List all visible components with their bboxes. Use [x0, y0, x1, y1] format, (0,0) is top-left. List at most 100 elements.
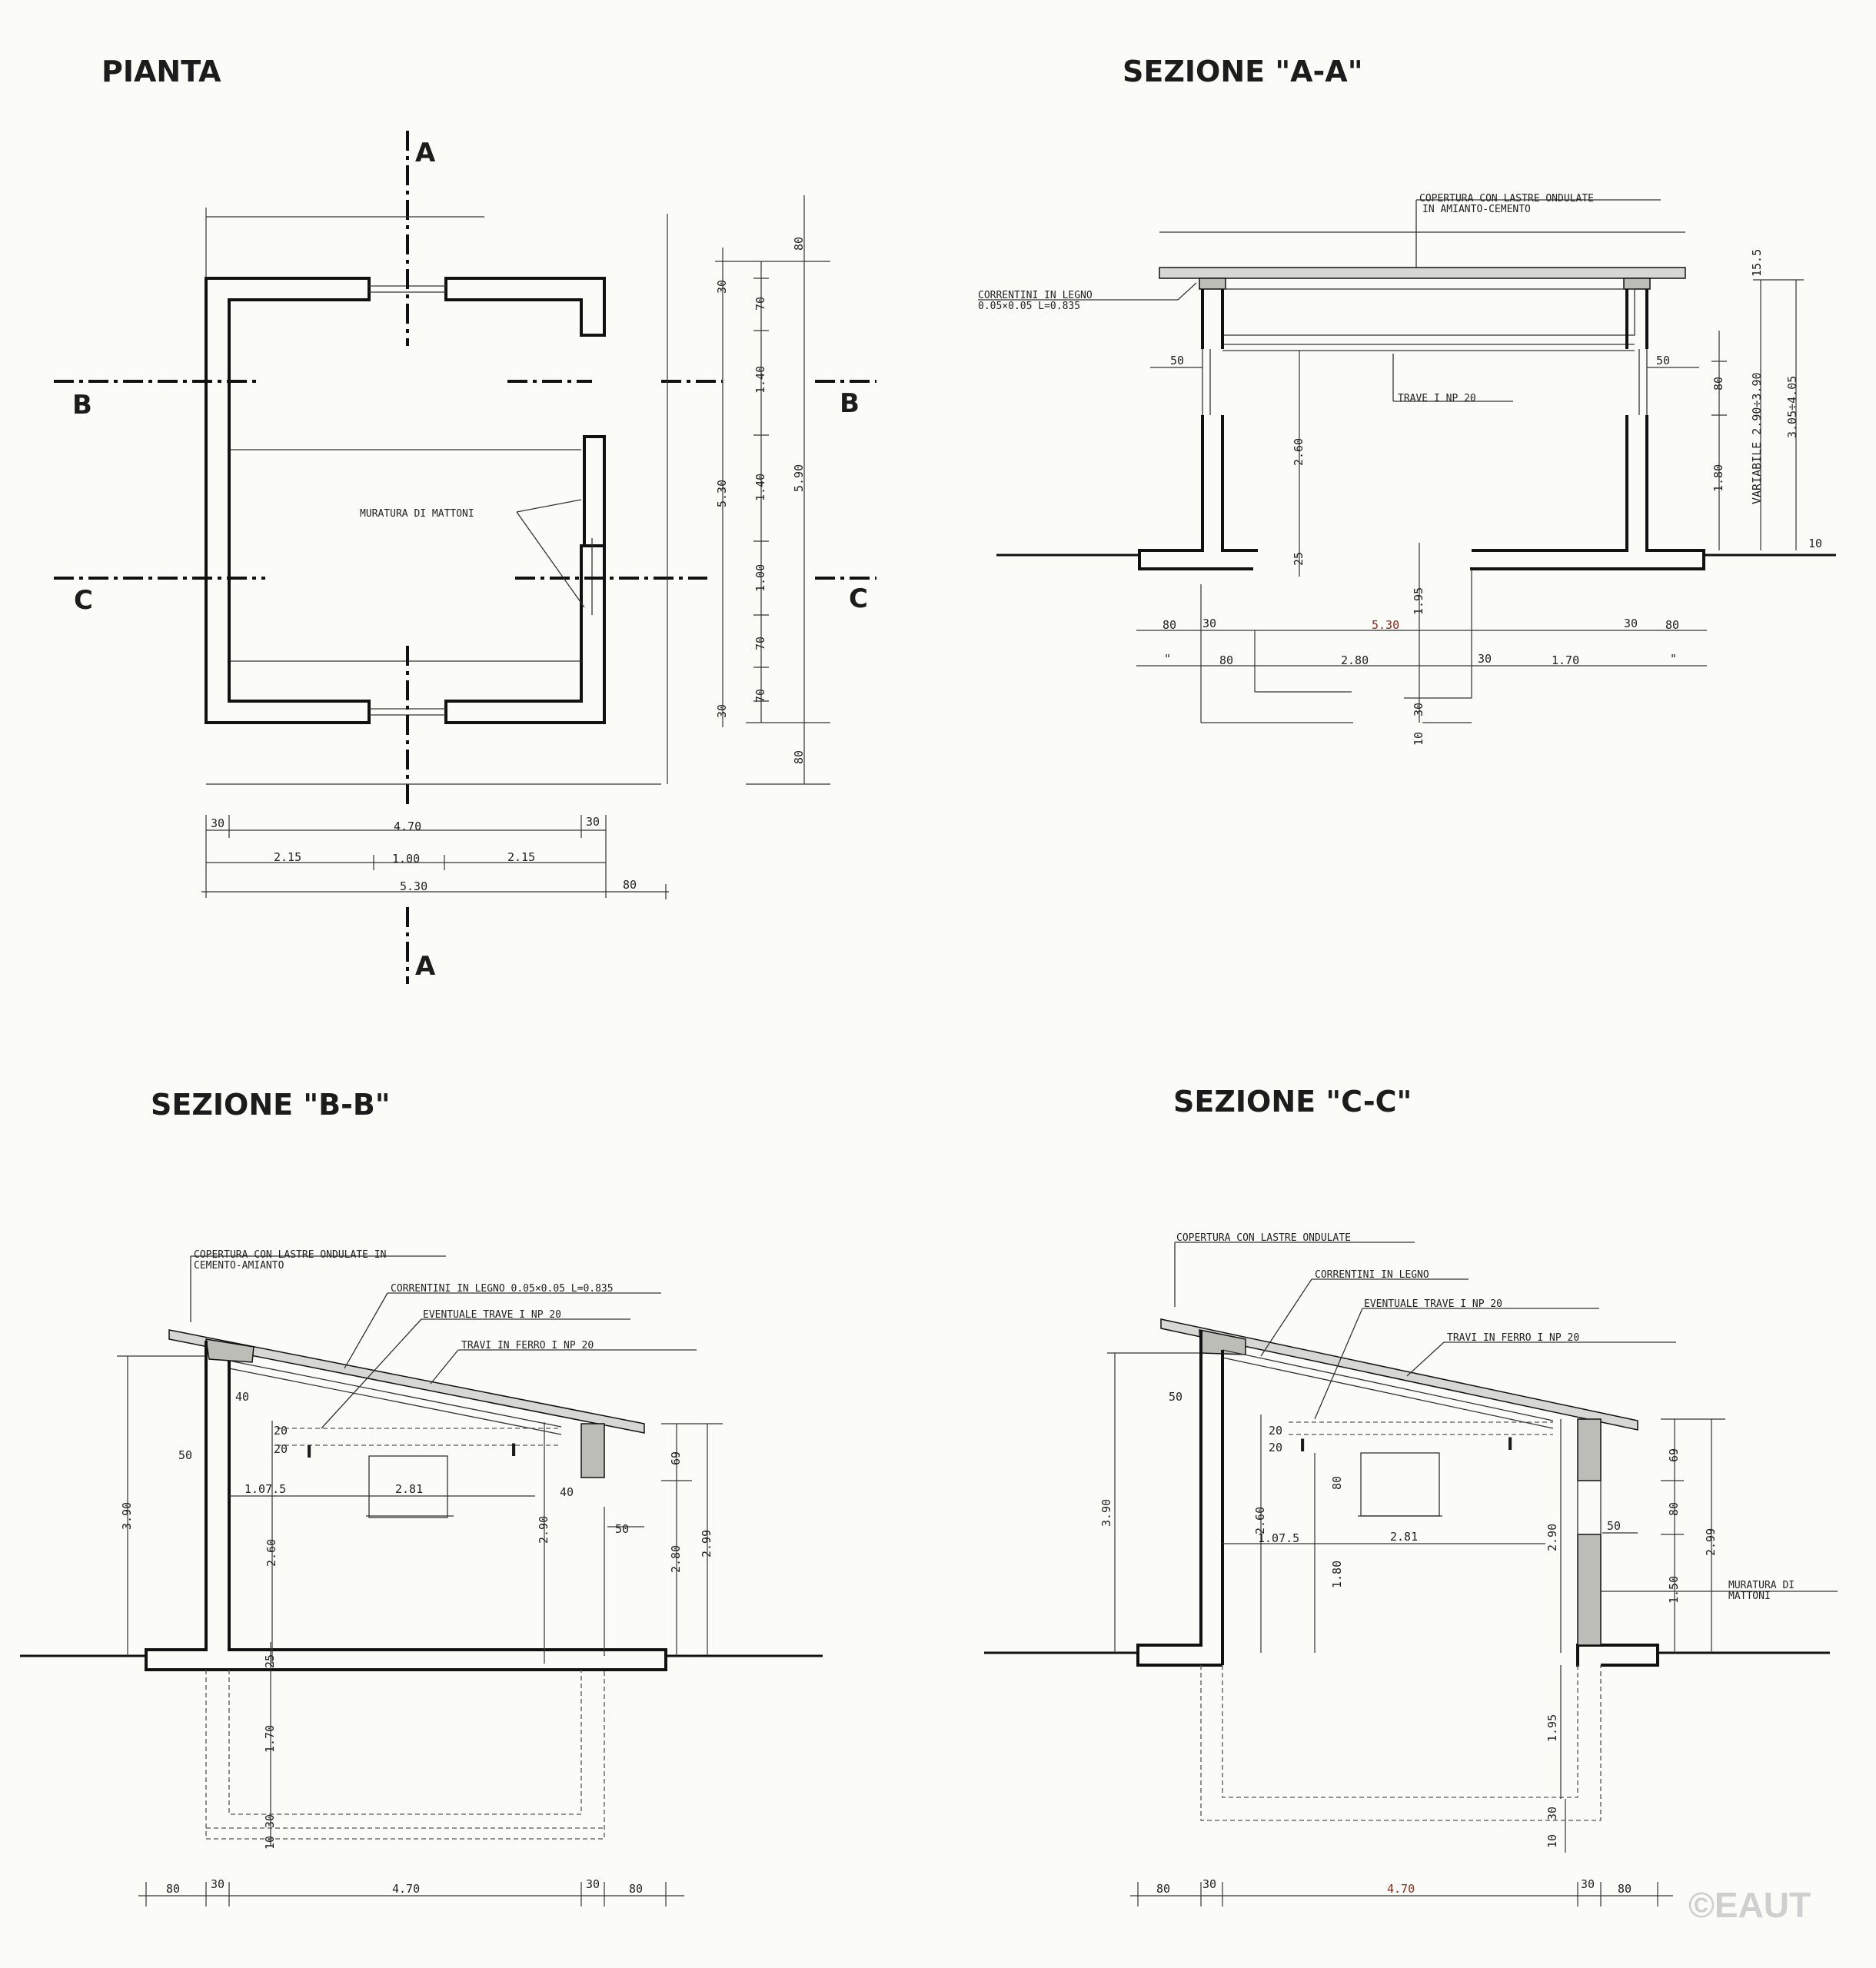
plan-walls [205, 277, 606, 724]
section-a-dim-30-l1: 30 [1202, 617, 1216, 630]
plan-dim-470: 4.70 [394, 819, 421, 833]
section-b-dim-50-right: 50 [615, 1522, 629, 1536]
section-c-dim-30: 30 [1545, 1807, 1559, 1820]
section-b-roof-note-2: CEMENTO-AMIANTO [194, 1260, 284, 1272]
section-b-purlins-note: CORRENTINI IN LEGNO 0.05×0.05 L=0.835 [391, 1283, 614, 1295]
section-c-ibeam-right-icon: I [1507, 1435, 1513, 1454]
plan-note-brick: MURATURA DI MATTONI [360, 508, 474, 520]
section-a-purlin-note-1: CORRENTINI IN LEGNO [978, 290, 1093, 301]
section-c-dim-299: 2.99 [1704, 1528, 1718, 1556]
section-b-ev-beam-note: EVENTUALE TRAVE I NP 20 [423, 1309, 561, 1321]
section-b-dim-50-left: 50 [178, 1448, 192, 1462]
section-a-dim-280: 2.80 [1341, 653, 1369, 667]
section-a-dim-80: 80 [1711, 377, 1725, 391]
section-c-brick-note-2: MATTONI [1728, 1591, 1771, 1602]
section-b-dim-299: 2.99 [700, 1530, 713, 1557]
plan-dim-v70-mid: 70 [753, 637, 767, 650]
section-a-dim-180: 1.80 [1711, 464, 1725, 492]
section-b-dim-390: 3.90 [120, 1502, 134, 1530]
section-a-dim-30-mid: 30 [1478, 652, 1492, 666]
cut-mark-b-left: B [72, 390, 92, 421]
section-a-dim-80-l1: 80 [1163, 618, 1176, 632]
section-a-dim-10-top: 10 [1808, 537, 1822, 550]
section-a-dim-80-r1: 80 [1665, 618, 1679, 632]
section-a-dim-10-low: 10 [1412, 732, 1425, 746]
section-a-var-label: VARIABILE 2.90÷3.90 [1750, 372, 1764, 504]
section-b-dim-280: 2.80 [669, 1545, 683, 1573]
section-a-title: SEZIONE "A-A" [1123, 55, 1363, 88]
section-b-dim-69: 69 [669, 1451, 683, 1465]
section-b-dim-260: 2.60 [264, 1539, 278, 1567]
plan-vertical-dims [667, 195, 830, 785]
section-b-dim-170: 1.70 [263, 1725, 277, 1753]
plan-dim-v530: 5.30 [715, 480, 729, 507]
section-b-roof [168, 1329, 645, 1434]
plan-view: PIANTA A A [54, 55, 876, 984]
section-c-view: SEZIONE "C-C" I I COPERTURA CON LASTRE O… [984, 1085, 1838, 1906]
section-a-dim-50-right: 50 [1656, 354, 1670, 367]
section-c-dim-1075: 1.07.5 [1258, 1531, 1299, 1545]
plan-cut-lines [54, 131, 876, 984]
cut-mark-c-right: C [849, 583, 868, 614]
section-c-dim-195: 1.95 [1545, 1714, 1559, 1742]
section-a-dim-50-left: 50 [1170, 354, 1184, 367]
section-a-dim-195: 1.95 [1412, 587, 1425, 615]
section-b-iron-note: TRAVI IN FERRO I NP 20 [461, 1340, 594, 1351]
section-b-bottom-30-right: 30 [586, 1877, 600, 1891]
section-c-bottom-80-right: 80 [1618, 1882, 1632, 1896]
section-c-dim-150: 1.50 [1667, 1576, 1681, 1604]
section-a-dim-155: 15.5 [1750, 249, 1764, 277]
section-a-dim-quote-right: " [1670, 652, 1677, 666]
section-a-dim-80-l2: 80 [1219, 653, 1233, 667]
section-b-dim-25: 25 [263, 1654, 277, 1668]
section-a-dim-260: 2.60 [1292, 438, 1306, 466]
section-c-dim-80-right: 80 [1667, 1502, 1681, 1516]
section-c-ev-beam-note: EVENTUALE TRAVE I NP 20 [1364, 1298, 1502, 1310]
plan-dim-v80-top: 80 [792, 237, 806, 251]
plan-dim-v30-top: 30 [715, 280, 729, 294]
section-b-bottom-30-left: 30 [211, 1877, 225, 1891]
section-a-dims [1136, 279, 1804, 723]
plan-horizontal-dims [201, 208, 669, 899]
plan-dim-530: 5.30 [400, 879, 427, 893]
section-b-title: SEZIONE "B-B" [151, 1088, 391, 1122]
section-c-bottom-470: 4.70 [1387, 1882, 1415, 1896]
plan-title: PIANTA [101, 55, 221, 88]
section-a-var2: 3.05÷4.05 [1785, 376, 1799, 438]
section-b-dim-30: 30 [263, 1814, 277, 1828]
plan-dim-v140-top: 1.40 [753, 366, 767, 394]
section-c-dim-20-a: 20 [1269, 1424, 1282, 1438]
section-a-dim-30-low: 30 [1412, 703, 1425, 716]
section-c-roof-note: COPERTURA CON LASTRE ONDULATE [1176, 1232, 1351, 1244]
plan-dim-215-left: 2.15 [274, 850, 301, 864]
plan-dim-215-right: 2.15 [507, 850, 535, 864]
section-b-dim-20-b: 20 [274, 1442, 288, 1456]
cut-mark-a-bottom: A [415, 951, 436, 982]
section-c-dim-260: 2.60 [1253, 1507, 1267, 1534]
section-c-dim-50-left: 50 [1169, 1390, 1182, 1404]
cut-mark-a-top: A [415, 138, 436, 168]
section-c-dims [1107, 1352, 1725, 1906]
section-a-view: SEZIONE "A-A" COPERTURA CON LASTRE ONDUL… [978, 55, 1836, 746]
section-b-dim-40-right: 40 [560, 1485, 574, 1499]
section-b-dim-40-left: 40 [235, 1390, 249, 1404]
section-c-dim-390: 3.90 [1099, 1499, 1113, 1527]
plan-dim-v70-top: 70 [753, 297, 767, 311]
section-c-brick-wall [1577, 1534, 1602, 1646]
section-c-purlins-note: CORRENTINI IN LEGNO [1315, 1269, 1429, 1281]
section-b-ibeam-left-icon: I [306, 1443, 312, 1462]
cut-mark-b-right: B [840, 388, 860, 419]
plan-dim-30-right: 30 [586, 815, 600, 829]
section-c-ibeam-left-icon: I [1299, 1437, 1306, 1456]
section-c-dim-10: 10 [1545, 1834, 1559, 1848]
section-a-purlin-note-2: 0.05×0.05 L=0.835 [978, 301, 1080, 312]
section-c-dim-69: 69 [1667, 1448, 1681, 1462]
section-c-brick-note-1: MURATURA DI [1728, 1580, 1795, 1591]
section-a-roof-slab [1159, 267, 1686, 279]
section-c-bottom-80-left: 80 [1156, 1882, 1170, 1896]
section-c-dim-180: 1.80 [1330, 1561, 1344, 1588]
section-b-bottom-80-right: 80 [629, 1882, 643, 1896]
section-c-dim-50-right: 50 [1607, 1519, 1621, 1533]
section-b-roof-note-1: COPERTURA CON LASTRE ONDULATE IN [194, 1249, 386, 1261]
